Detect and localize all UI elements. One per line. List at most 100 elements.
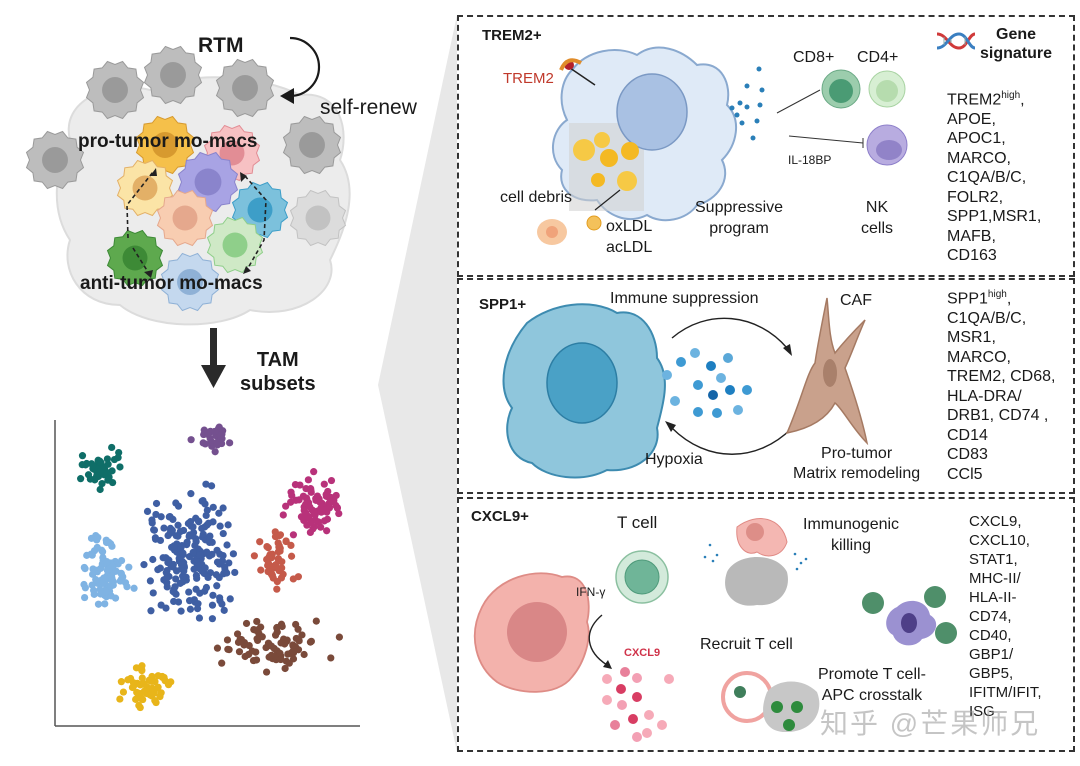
scatter-point [218, 600, 226, 608]
scatter-point [266, 551, 274, 559]
macrophage-cell [215, 58, 275, 118]
pro-tumor-line2: Matrix remodeling [793, 465, 921, 482]
scatter-point [189, 548, 197, 557]
scatter-point [271, 562, 279, 570]
scatter-point [177, 565, 186, 573]
scatter-point [296, 481, 304, 489]
scatter-point [93, 543, 101, 552]
scatter-point [201, 564, 209, 572]
spp1-gene-rest: , C1QA/B/C, MSR1, MARCO, TREM2, CD68, HL… [947, 290, 1056, 483]
cluster-salmon [250, 528, 302, 593]
scatter-point [78, 452, 87, 460]
scatter-point [88, 581, 96, 589]
chemokine-dot [642, 728, 652, 738]
scatter-point [128, 683, 137, 692]
scatter-point [151, 677, 159, 686]
macrophage-cell [85, 60, 145, 120]
cxcl9-macrophage-illustration [473, 518, 957, 742]
scatter-point [166, 513, 174, 521]
scatter-point [132, 664, 141, 672]
chemokine-dot [610, 720, 620, 730]
promote-line1: Promote T cell- [818, 666, 926, 683]
scatter-point [116, 695, 124, 703]
scatter-point [108, 542, 116, 550]
scatter-point [289, 647, 297, 655]
scatter-point [262, 643, 270, 652]
scatter-point [89, 570, 97, 578]
gene-spp1: SPP1 [947, 290, 988, 308]
scatter-point [327, 476, 336, 485]
macrophage-cell [156, 189, 214, 247]
scatter-point [89, 565, 97, 573]
cxcl9-gene-list: CXCL9, CXCL10, STAT1, MHC-II/ HLA-II- CD… [969, 513, 1042, 720]
nk-line1: NK [865, 199, 889, 216]
panel-spp1-title: SPP1+ [479, 296, 527, 313]
scatter-point [150, 526, 158, 534]
panel-spp1 [457, 278, 1075, 494]
scatter-point [91, 476, 99, 484]
recruit-t-cell-label: Recruit T cell [700, 636, 793, 653]
scatter-point [170, 597, 178, 606]
scatter-point [101, 600, 109, 608]
cluster-brown [213, 617, 343, 676]
scatter-point [164, 531, 172, 540]
scatter-point [279, 511, 287, 519]
scatter-point [327, 654, 335, 662]
scatter-point [174, 521, 182, 529]
scatter-point [198, 524, 206, 533]
scatter-point [229, 550, 237, 558]
rtm-label: RTM [198, 34, 244, 57]
self-renew-label: self-renew [320, 96, 417, 119]
scatter-point [108, 576, 116, 584]
panel-trem2 [457, 15, 1075, 277]
chemokine-dot [616, 684, 626, 694]
scatter-point [108, 467, 116, 475]
scatter-point [213, 441, 221, 449]
chemokine-dot [632, 692, 642, 702]
scatter-point [186, 605, 195, 613]
scatter-point [315, 518, 323, 526]
scatter-point [209, 591, 217, 599]
scatter-point [83, 551, 91, 559]
scatter-point [223, 636, 232, 644]
scatter-point [275, 532, 284, 540]
cluster-purple [187, 423, 234, 456]
scatter-point [145, 676, 153, 684]
dna-icon [936, 32, 976, 50]
scatter-point [94, 533, 102, 542]
scatter-point [111, 594, 120, 602]
macrophage-cell [135, 115, 195, 175]
scatter-point [310, 468, 318, 476]
scatter-point [220, 606, 228, 614]
scatter-point [182, 573, 190, 581]
scatter-point [256, 538, 264, 546]
tam-label-line2: subsets [240, 373, 316, 395]
scatter-point [189, 532, 197, 540]
scatter-point [264, 559, 273, 568]
trem2-macrophage-illustration [537, 46, 908, 245]
scatter-point [207, 482, 216, 490]
scatter-point [289, 531, 298, 539]
scatter-point [151, 696, 159, 705]
scatter-point [212, 571, 220, 579]
scatter-point [204, 573, 212, 582]
gene-signature-header: Gene signature [980, 25, 1052, 63]
scatter-point [205, 519, 213, 527]
scatter-point [224, 521, 232, 529]
scatter-point [287, 552, 296, 560]
scatter-point [140, 561, 148, 569]
scatter-point [325, 504, 334, 512]
scatter-point [216, 594, 224, 602]
scatter-point [250, 552, 258, 560]
scatter-point [213, 582, 221, 590]
immunogenic-line1: Immunogenic [803, 516, 900, 533]
scatter-point [276, 649, 284, 657]
scatter-point [196, 551, 204, 559]
scatter-point [123, 583, 131, 591]
scatter-point [320, 480, 328, 488]
il18bp-label: IL-18BP [788, 153, 832, 167]
macrophage-cell [282, 115, 342, 175]
scatter-point [252, 656, 261, 664]
scatter-point [235, 648, 244, 656]
scatter-point [330, 496, 338, 504]
